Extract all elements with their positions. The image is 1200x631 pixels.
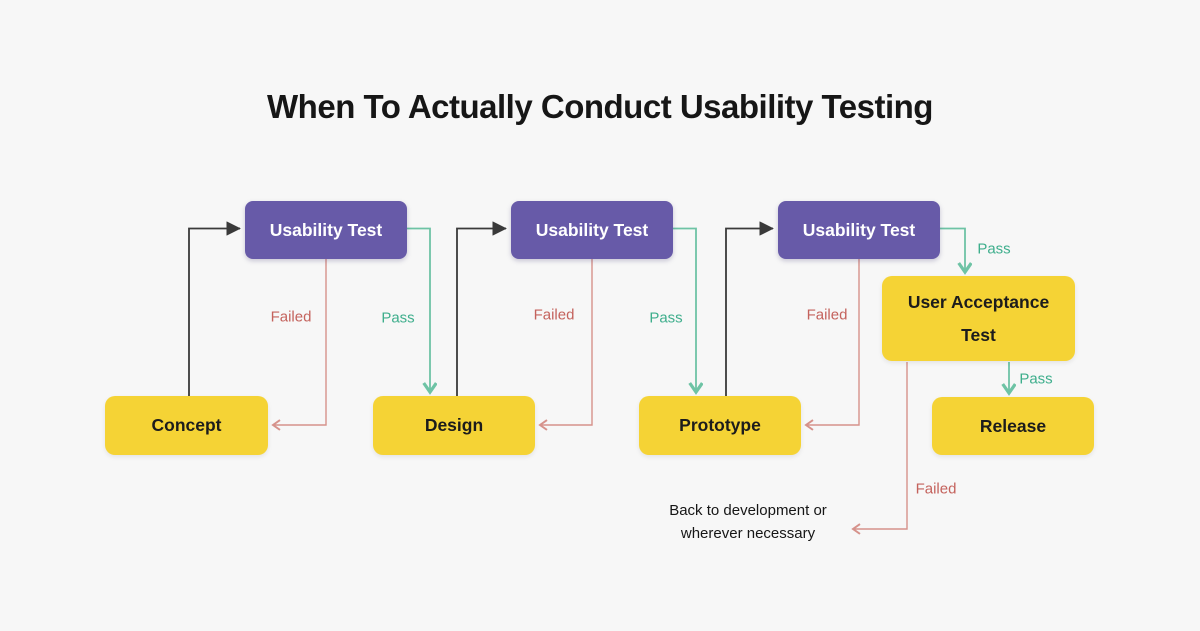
edge-label-test2-pass: Pass: [649, 309, 683, 327]
edge-label-test3-failed: Failed: [806, 306, 848, 324]
node-usability-test-3-label: Usability Test: [802, 219, 916, 240]
back-to-development-note-line1: Back to development or: [669, 502, 827, 519]
arrow-test1-failed-to-concept: [273, 259, 327, 425]
node-usability-test-2-label: Usability Test: [535, 219, 649, 240]
node-user-acceptance-test-label: User Acceptance Test: [907, 292, 1050, 345]
node-design: Design: [373, 396, 535, 455]
arrow-concept-to-test1: [188, 221, 241, 396]
edge-label-test1-failed: Failed: [270, 308, 312, 326]
arrow-design-to-test2: [456, 221, 507, 396]
node-prototype: Prototype: [639, 396, 801, 455]
node-usability-test-1: Usability Test: [245, 201, 407, 259]
back-to-development-note-line2: wherever necessary: [680, 525, 816, 542]
arrow-uat-failed-to-note: [853, 362, 908, 529]
edge-label-test1-pass: Pass: [381, 309, 415, 327]
page-title: When To Actually Conduct Usability Testi…: [267, 88, 933, 125]
back-to-development-note: Back to development or wherever necessar…: [669, 499, 827, 545]
edge-label-test3-pass: Pass: [977, 240, 1011, 258]
node-design-label: Design: [424, 415, 484, 436]
arrow-test3-pass-to-uat: [940, 227, 965, 273]
edge-label-uat-failed: Failed: [915, 480, 957, 498]
node-release-label: Release: [979, 415, 1047, 436]
node-release: Release: [932, 397, 1094, 455]
arrow-test3-failed-to-prototype: [806, 259, 860, 425]
node-user-acceptance-test: User Acceptance Test: [882, 276, 1075, 361]
node-prototype-label: Prototype: [679, 415, 761, 436]
edge-label-test2-failed: Failed: [533, 306, 575, 324]
node-concept-label: Concept: [151, 415, 222, 436]
arrow-test2-failed-to-design: [540, 259, 593, 425]
arrow-prototype-to-test3: [725, 221, 774, 396]
node-usability-test-1-label: Usability Test: [269, 219, 383, 240]
edge-label-uat-pass: Pass: [1019, 370, 1053, 388]
node-usability-test-2: Usability Test: [511, 201, 673, 259]
node-concept: Concept: [105, 396, 268, 455]
node-usability-test-3: Usability Test: [778, 201, 940, 259]
